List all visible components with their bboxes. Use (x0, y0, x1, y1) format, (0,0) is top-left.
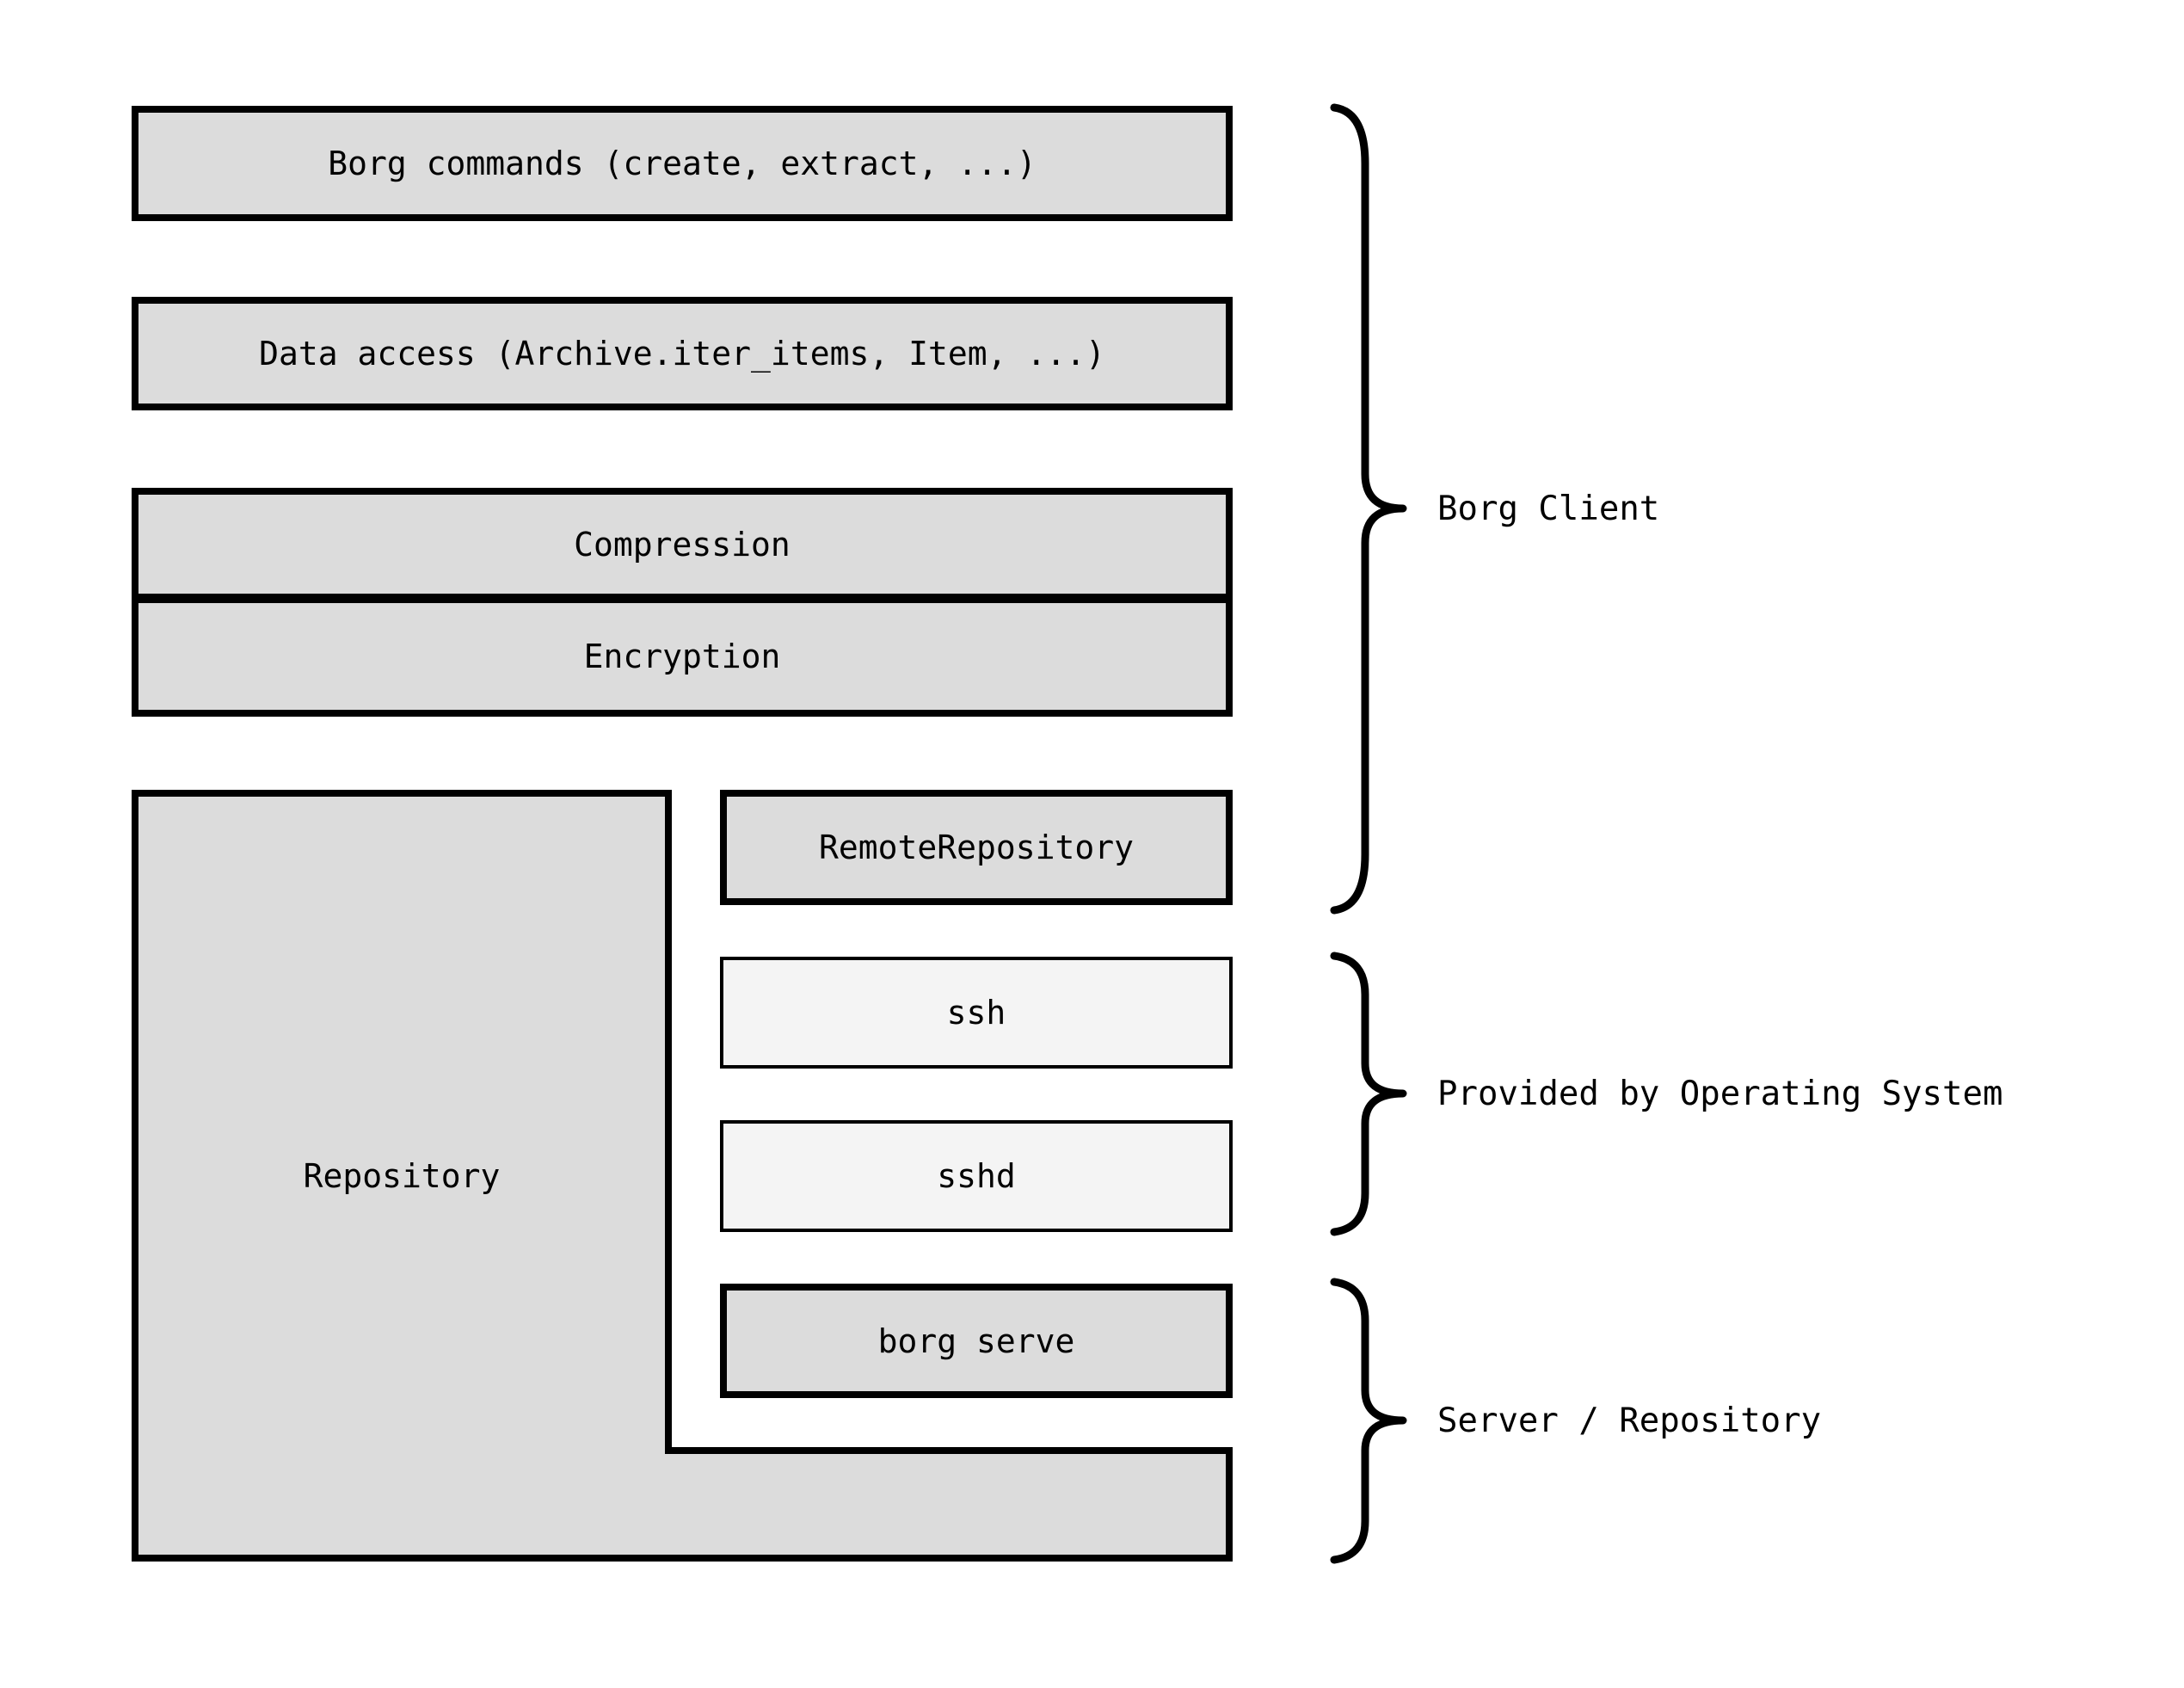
box-remote-repository: RemoteRepository (720, 790, 1233, 905)
brace-borg-client-icon (1330, 103, 1407, 915)
box-borg-commands: Borg commands (create, extract, ...) (132, 106, 1233, 221)
brace-label-borg-client: Borg Client (1437, 489, 1660, 528)
box-borg-serve: borg serve (720, 1284, 1233, 1398)
repository-shape (132, 790, 1233, 1562)
box-ssh: ssh (720, 957, 1233, 1069)
box-compression: Compression (132, 488, 1233, 601)
brace-provided-by-os-icon (1330, 952, 1407, 1236)
box-encryption: Encryption (132, 596, 1233, 717)
box-sshd: sshd (720, 1120, 1233, 1232)
brace-label-provided-by-os: Provided by Operating System (1437, 1074, 2003, 1113)
box-data-access: Data access (Archive.iter_items, Item, .… (132, 297, 1233, 410)
brace-server-repository-icon (1330, 1278, 1407, 1564)
brace-label-server-repository: Server / Repository (1437, 1401, 1822, 1440)
repository-label: Repository (303, 1156, 501, 1195)
